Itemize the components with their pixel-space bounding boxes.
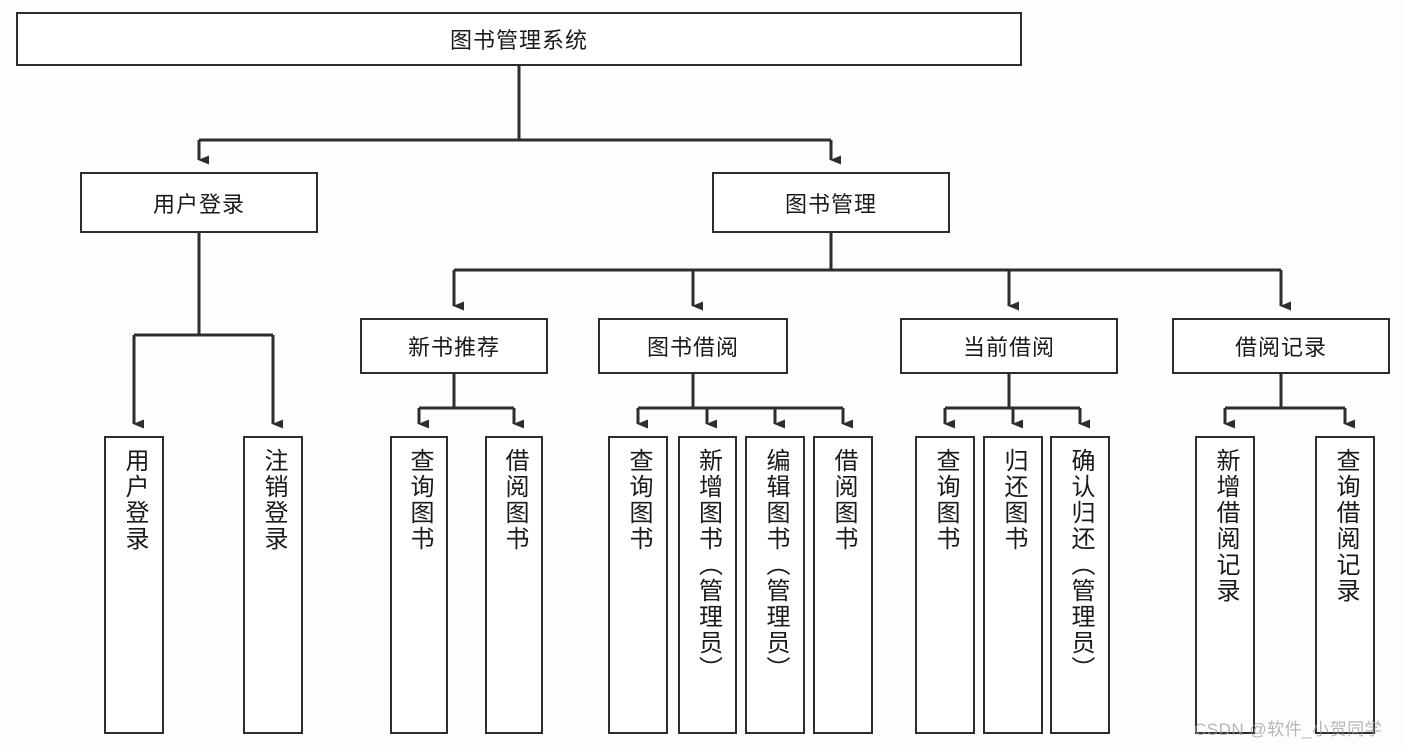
- node-leaf-add-book-admin[interactable]: 新增图书（管理员）: [678, 436, 737, 734]
- node-borrow-record-label: 借阅记录: [1234, 335, 1327, 360]
- csdn-watermark: CSDN @软件_小贺同学: [1194, 720, 1383, 739]
- node-leaf-query-book-new-label: 查询图书: [405, 448, 433, 552]
- node-leaf-logout-label: 注销登录: [259, 448, 287, 552]
- node-leaf-confirm-return-admin-label: 确认归还（管理员）: [1066, 448, 1094, 682]
- node-root-label: 图书管理系统: [449, 28, 588, 53]
- node-leaf-add-book-admin-label: 新增图书（管理员）: [694, 448, 722, 682]
- node-current-borrow-label: 当前借阅: [962, 335, 1055, 360]
- node-leaf-user-login-label: 用户登录: [120, 448, 148, 552]
- node-current-borrow[interactable]: 当前借阅: [900, 318, 1118, 374]
- node-user-login-label: 用户登录: [152, 191, 245, 217]
- node-leaf-borrow-book[interactable]: 借阅图书: [813, 436, 873, 734]
- node-leaf-query-book-current[interactable]: 查询图书: [915, 436, 975, 734]
- node-leaf-query-book-borrow-label: 查询图书: [624, 448, 652, 552]
- node-leaf-add-borrow-record-label: 新增借阅记录: [1211, 448, 1239, 604]
- node-leaf-user-login[interactable]: 用户登录: [104, 436, 164, 734]
- node-leaf-query-book-borrow[interactable]: 查询图书: [608, 436, 668, 734]
- node-leaf-borrow-book-label: 借阅图书: [829, 448, 857, 552]
- node-leaf-edit-book-admin-label: 编辑图书（管理员）: [761, 448, 789, 682]
- node-borrow-record[interactable]: 借阅记录: [1172, 318, 1390, 374]
- node-leaf-query-borrow-record[interactable]: 查询借阅记录: [1315, 436, 1375, 734]
- node-new-book-recommend[interactable]: 新书推荐: [360, 318, 548, 374]
- node-leaf-return-book[interactable]: 归还图书: [983, 436, 1043, 734]
- node-leaf-add-borrow-record[interactable]: 新增借阅记录: [1195, 436, 1255, 734]
- node-leaf-borrow-book-new[interactable]: 借阅图书: [485, 436, 543, 734]
- node-book-borrow-label: 图书借阅: [646, 335, 739, 360]
- node-leaf-edit-book-admin[interactable]: 编辑图书（管理员）: [745, 436, 805, 734]
- node-leaf-query-borrow-record-label: 查询借阅记录: [1331, 448, 1359, 604]
- node-book-management-label: 图书管理: [784, 191, 877, 217]
- node-leaf-return-book-label: 归还图书: [999, 448, 1027, 552]
- node-leaf-confirm-return-admin[interactable]: 确认归还（管理员）: [1050, 436, 1110, 734]
- node-leaf-query-book-new[interactable]: 查询图书: [390, 436, 448, 734]
- node-book-management[interactable]: 图书管理: [712, 172, 950, 233]
- node-book-borrow[interactable]: 图书借阅: [598, 318, 788, 374]
- node-user-login[interactable]: 用户登录: [80, 172, 318, 233]
- node-root[interactable]: 图书管理系统: [16, 12, 1022, 66]
- node-new-book-recommend-label: 新书推荐: [407, 335, 500, 360]
- node-leaf-query-book-current-label: 查询图书: [931, 448, 959, 552]
- node-leaf-logout[interactable]: 注销登录: [243, 436, 303, 734]
- node-leaf-borrow-book-new-label: 借阅图书: [500, 448, 528, 552]
